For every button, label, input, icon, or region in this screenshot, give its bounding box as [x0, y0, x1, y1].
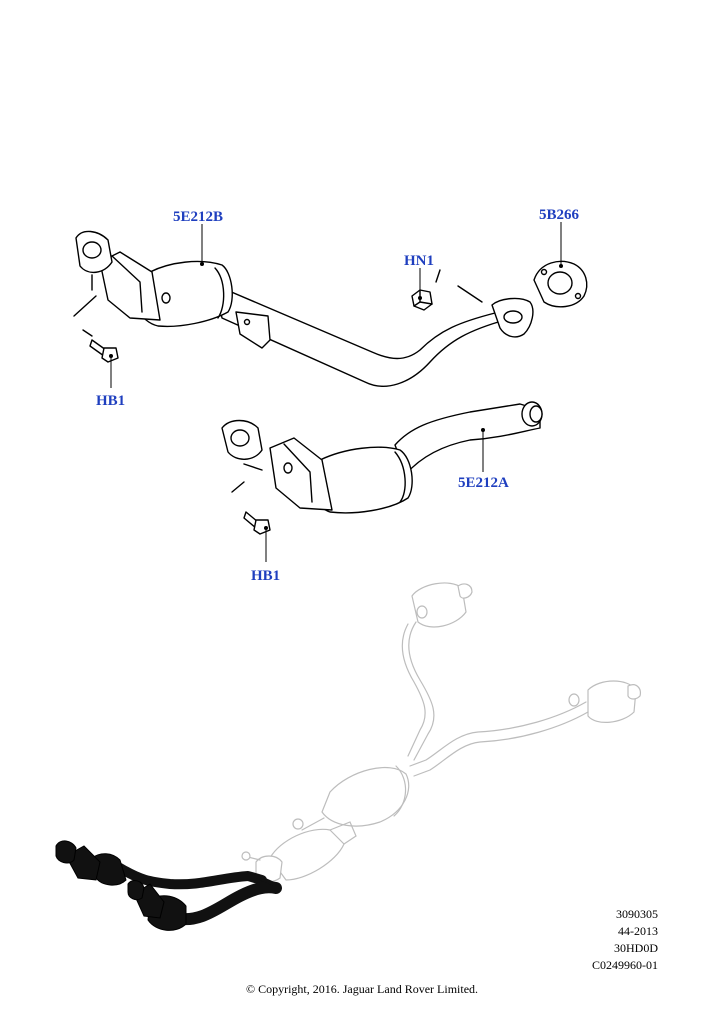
- reference-line: C0249960-01: [592, 958, 658, 972]
- callout-5e212b[interactable]: 5E212B: [173, 209, 223, 225]
- front-pipe-upper: [75, 230, 534, 387]
- reference-codes: 3090305 44-2013 30HD0D C0249960-01: [592, 906, 658, 974]
- callout-hb1-lower[interactable]: HB1: [251, 568, 280, 584]
- callout-hn1[interactable]: HN1: [404, 253, 434, 269]
- leader-lines: [109, 222, 563, 562]
- callout-5b266[interactable]: 5B266: [539, 207, 580, 223]
- copyright-notice: © Copyright, 2016. Jaguar Land Rover Lim…: [245, 982, 479, 996]
- reference-line: 30HD0D: [614, 941, 658, 955]
- highlighted-front-pipes: [55, 840, 282, 931]
- callout-5e212a[interactable]: 5E212A: [458, 475, 509, 491]
- reference-line: 3090305: [616, 907, 658, 921]
- reference-line: 44-2013: [618, 924, 658, 938]
- bolt-upper: [89, 339, 119, 363]
- exhaust-system-overview: [241, 582, 641, 883]
- callout-hb1-upper[interactable]: HB1: [96, 393, 125, 409]
- nut: [411, 289, 433, 311]
- gasket: [533, 260, 588, 308]
- front-pipe-lower: [221, 401, 543, 514]
